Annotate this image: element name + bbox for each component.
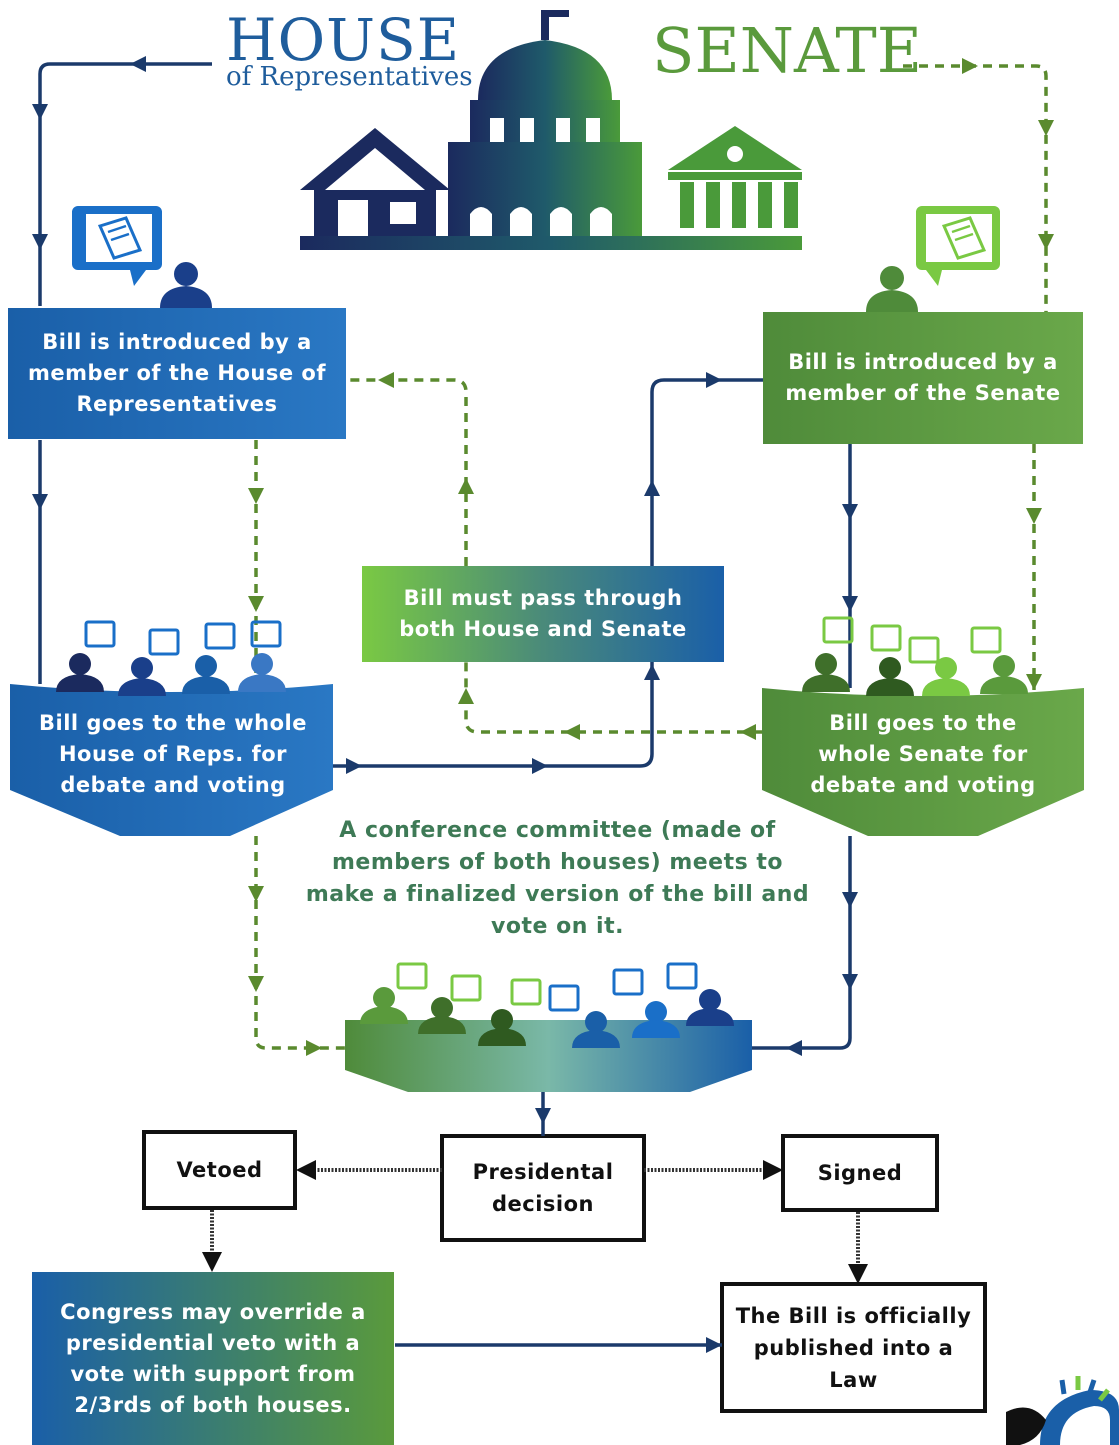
presidential-arrows [210,1168,860,1266]
person-icon [478,1009,526,1046]
person-icon [866,266,918,312]
person-icon [160,262,212,308]
vetoed-label: Vetoed [176,1158,263,1182]
senate-intro-shape [763,312,1083,444]
person-icon [980,655,1028,694]
person-icon [360,987,408,1024]
speech-bubble-icon [84,620,282,656]
person-icon [182,655,230,694]
person-icon [802,653,850,692]
conference-shape [345,1020,752,1092]
senate-route-arrows [254,64,1048,1050]
scroll-icon [941,216,987,260]
house-intro-label: Bill is introduced by a member of the Ho… [28,330,326,416]
speech-bubble-icon [72,206,162,286]
must-pass-shape [362,566,724,662]
signed-box-shape [781,1134,939,1212]
law-label: The Bill is officially published into a … [735,1303,972,1392]
conference-crowd [360,962,734,1048]
scroll-icon [97,216,143,260]
signed-label: Signed [817,1161,903,1185]
override-shape [32,1272,394,1445]
house-debate-box: Bill goes to the whole House of Reps. fo… [30,704,316,804]
senate-title: SENATE [652,14,922,87]
house-title: HOUSE of Representatives [226,10,473,90]
senate-intro-box: Bill is introduced by a member of the Se… [783,322,1063,434]
override-box: Congress may override a presidential vet… [46,1284,380,1434]
vetoed-box-shape [142,1130,297,1210]
person-icon [56,653,104,692]
capitol-icon [300,10,802,250]
house-intro-shape [8,308,346,439]
person-icon [238,653,286,692]
person-icon [572,1011,620,1048]
law-box-shape [720,1282,987,1413]
must-pass-box: Bill must pass through both House and Se… [382,568,704,660]
corner-logo-icon [1006,1376,1119,1445]
person-icon [418,997,466,1034]
blue-arrowheads [32,56,858,1353]
presidential-decision-label: Presidental decision [472,1160,614,1216]
signed-box: Signed [789,1142,931,1204]
conference-committee-text: A conference committee (made of members … [305,818,810,939]
senate-debate-shape [762,688,1084,836]
presidential-decision-box: Presidental decision [456,1142,630,1234]
senate-debate-label: Bill goes to the whole Senate for debate… [810,710,1036,797]
person-icon [922,657,970,696]
senate-crowd [802,616,1028,696]
person-icon [866,657,914,696]
must-pass-label: Bill must pass through both House and Se… [399,586,687,641]
speech-bubble-icon [396,962,698,1012]
black-arrowheads [202,1160,868,1284]
speech-bubble-icon [916,206,1000,286]
senate-debate-box: Bill goes to the whole Senate for debate… [792,704,1054,804]
person-icon [118,657,166,696]
house-debate-label: Bill goes to the whole House of Reps. fo… [39,710,307,797]
senate-intro-label: Bill is introduced by a member of the Se… [785,350,1061,405]
person-icon [686,989,734,1026]
house-crowd [56,620,286,696]
override-label: Congress may override a presidential vet… [60,1300,366,1417]
speech-bubble-icon [822,616,1002,664]
house-route-arrows [38,62,852,1347]
house-title-big: HOUSE [226,6,461,74]
person-icon [632,1001,680,1038]
vetoed-box: Vetoed [150,1138,289,1202]
house-title-small: of Representatives [226,62,473,92]
house-debate-shape [10,684,333,836]
house-intro-box: Bill is introduced by a member of the Ho… [24,318,330,429]
green-arrowheads [248,58,1054,1056]
law-box: The Bill is officially published into a … [730,1292,977,1403]
